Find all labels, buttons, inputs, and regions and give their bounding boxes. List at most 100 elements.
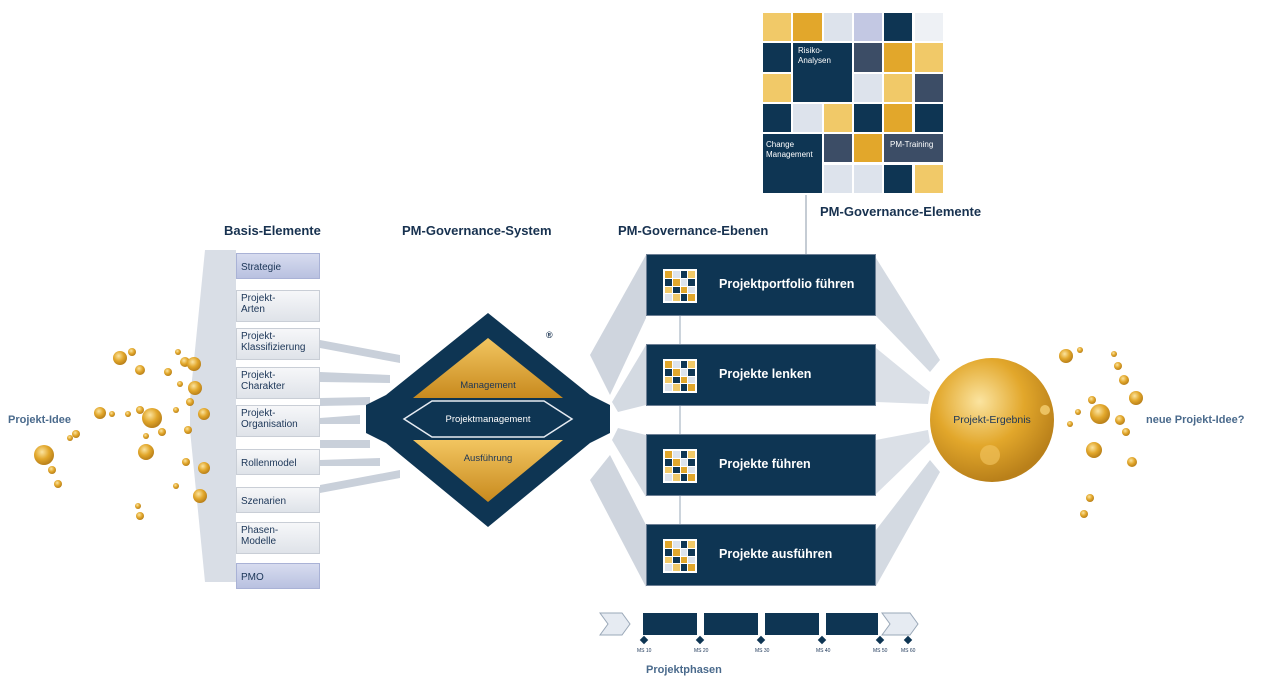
idea-bubble (164, 368, 172, 376)
governance-level-box: Projekte lenken (646, 344, 876, 406)
result-bubble (1040, 405, 1050, 415)
idea-bubble (1090, 404, 1110, 424)
element-tile (853, 13, 883, 42)
element-tile (823, 13, 852, 42)
element-tile (823, 134, 852, 163)
governance-level-box: Projekte führen (646, 434, 876, 496)
result-bubble (980, 445, 1000, 465)
idea-bubble (109, 411, 115, 417)
idea-bubble (1127, 457, 1137, 467)
element-tile (914, 103, 943, 133)
phase-block (765, 613, 819, 635)
funnel-right-3 (876, 430, 930, 494)
level-grid-icon (663, 539, 697, 573)
funnel-right-2 (876, 348, 930, 404)
basis-item-text: Arten (241, 304, 265, 315)
level-grid-icon (663, 269, 697, 303)
funnel-lower (590, 455, 646, 587)
basis-item-text: Organisation (241, 419, 298, 430)
idea-bubble (142, 408, 162, 428)
idea-bubble (182, 458, 190, 466)
element-tile (763, 73, 792, 102)
idea-bubble (1077, 347, 1083, 353)
basis-item-text: Modelle (241, 536, 277, 547)
idea-bubble (136, 406, 144, 414)
funnel-mid-upper (612, 345, 646, 412)
idea-bubble (94, 407, 106, 419)
idea-bubble (136, 512, 144, 520)
idea-bubble (1080, 510, 1088, 518)
pm-training-tile-label: PM-Training (890, 140, 934, 149)
basis-item: Projekt-Organisation (236, 405, 320, 437)
idea-bubble (135, 503, 141, 509)
idea-bubble (188, 381, 202, 395)
basis-connectors (320, 340, 400, 493)
idea-bubble (135, 365, 145, 375)
idea-bubble (1111, 351, 1117, 357)
idea-bubble (1122, 428, 1130, 436)
basis-item-text: Projekt- (241, 370, 276, 381)
idea-bubble (1075, 409, 1081, 415)
milestone-label: MS 10 (637, 648, 652, 654)
element-tile (914, 164, 943, 193)
heading-governance-system: PM-Governance-System (402, 223, 552, 238)
idea-bubble (175, 349, 181, 355)
idea-bubble (128, 348, 136, 356)
idea-bubble (198, 408, 210, 420)
milestone-label: MS 30 (755, 648, 770, 654)
element-tile (763, 103, 792, 133)
idea-bubble (138, 444, 154, 460)
idea-bubble (173, 407, 179, 413)
idea-bubble (193, 489, 207, 503)
element-tile (884, 103, 913, 133)
idea-bubble (173, 483, 179, 489)
projekt-ergebnis-label: Projekt-Ergebnis (953, 414, 1031, 426)
basis-item: Szenarien (236, 487, 320, 513)
governance-level-box: Projekte ausführen (646, 524, 876, 586)
projekt-idee-label: Projekt-Idee (8, 414, 71, 426)
basis-item-text: PMO (241, 572, 264, 583)
heading-basis-elemente: Basis-Elemente (224, 223, 321, 238)
basis-item-text: Phasen- (241, 525, 279, 536)
element-tile (884, 43, 913, 72)
left-funnel (190, 250, 236, 582)
projektphasen-label: Projektphasen (646, 664, 722, 676)
basis-item: Projekt-Charakter (236, 367, 320, 399)
ausfuehrung-triangle (413, 440, 563, 502)
projektmanagement-band (402, 400, 574, 438)
basis-item: Strategie (236, 253, 320, 279)
element-tile (914, 13, 943, 42)
idea-bubble (1119, 375, 1129, 385)
level-label: Projektportfolio führen (719, 277, 855, 291)
idea-bubble (1059, 349, 1073, 363)
idea-bubble (54, 480, 62, 488)
governance-level-box: Projektportfolio führen (646, 254, 876, 316)
idea-bubbles-left (34, 348, 210, 520)
basis-item-text: Charakter (241, 381, 285, 392)
element-tile (793, 43, 852, 102)
phase-end-chevron (881, 612, 919, 636)
idea-bubble (125, 411, 131, 417)
idea-bubble (184, 426, 192, 434)
element-tile (763, 13, 792, 42)
level-grid-icon (663, 359, 697, 393)
basis-item-text: Rollenmodel (241, 458, 297, 469)
idea-bubbles-right (1059, 347, 1143, 518)
management-label: Management (460, 380, 516, 391)
level-label: Projekte ausführen (719, 547, 833, 561)
idea-bubble (186, 398, 194, 406)
element-tile (823, 164, 852, 193)
basis-item-text: Projekt- (241, 331, 276, 342)
basis-item: Projekt-Klassifizierung (236, 328, 320, 360)
element-tile (914, 73, 943, 102)
element-tile (884, 164, 913, 193)
basis-item-text: Strategie (241, 262, 282, 273)
level-label: Projekte führen (719, 457, 811, 471)
basis-item: Projekt-Arten (236, 290, 320, 322)
idea-bubble (1067, 421, 1073, 427)
element-tile (853, 134, 883, 163)
heading-governance-ebenen: PM-Governance-Ebenen (618, 223, 769, 238)
